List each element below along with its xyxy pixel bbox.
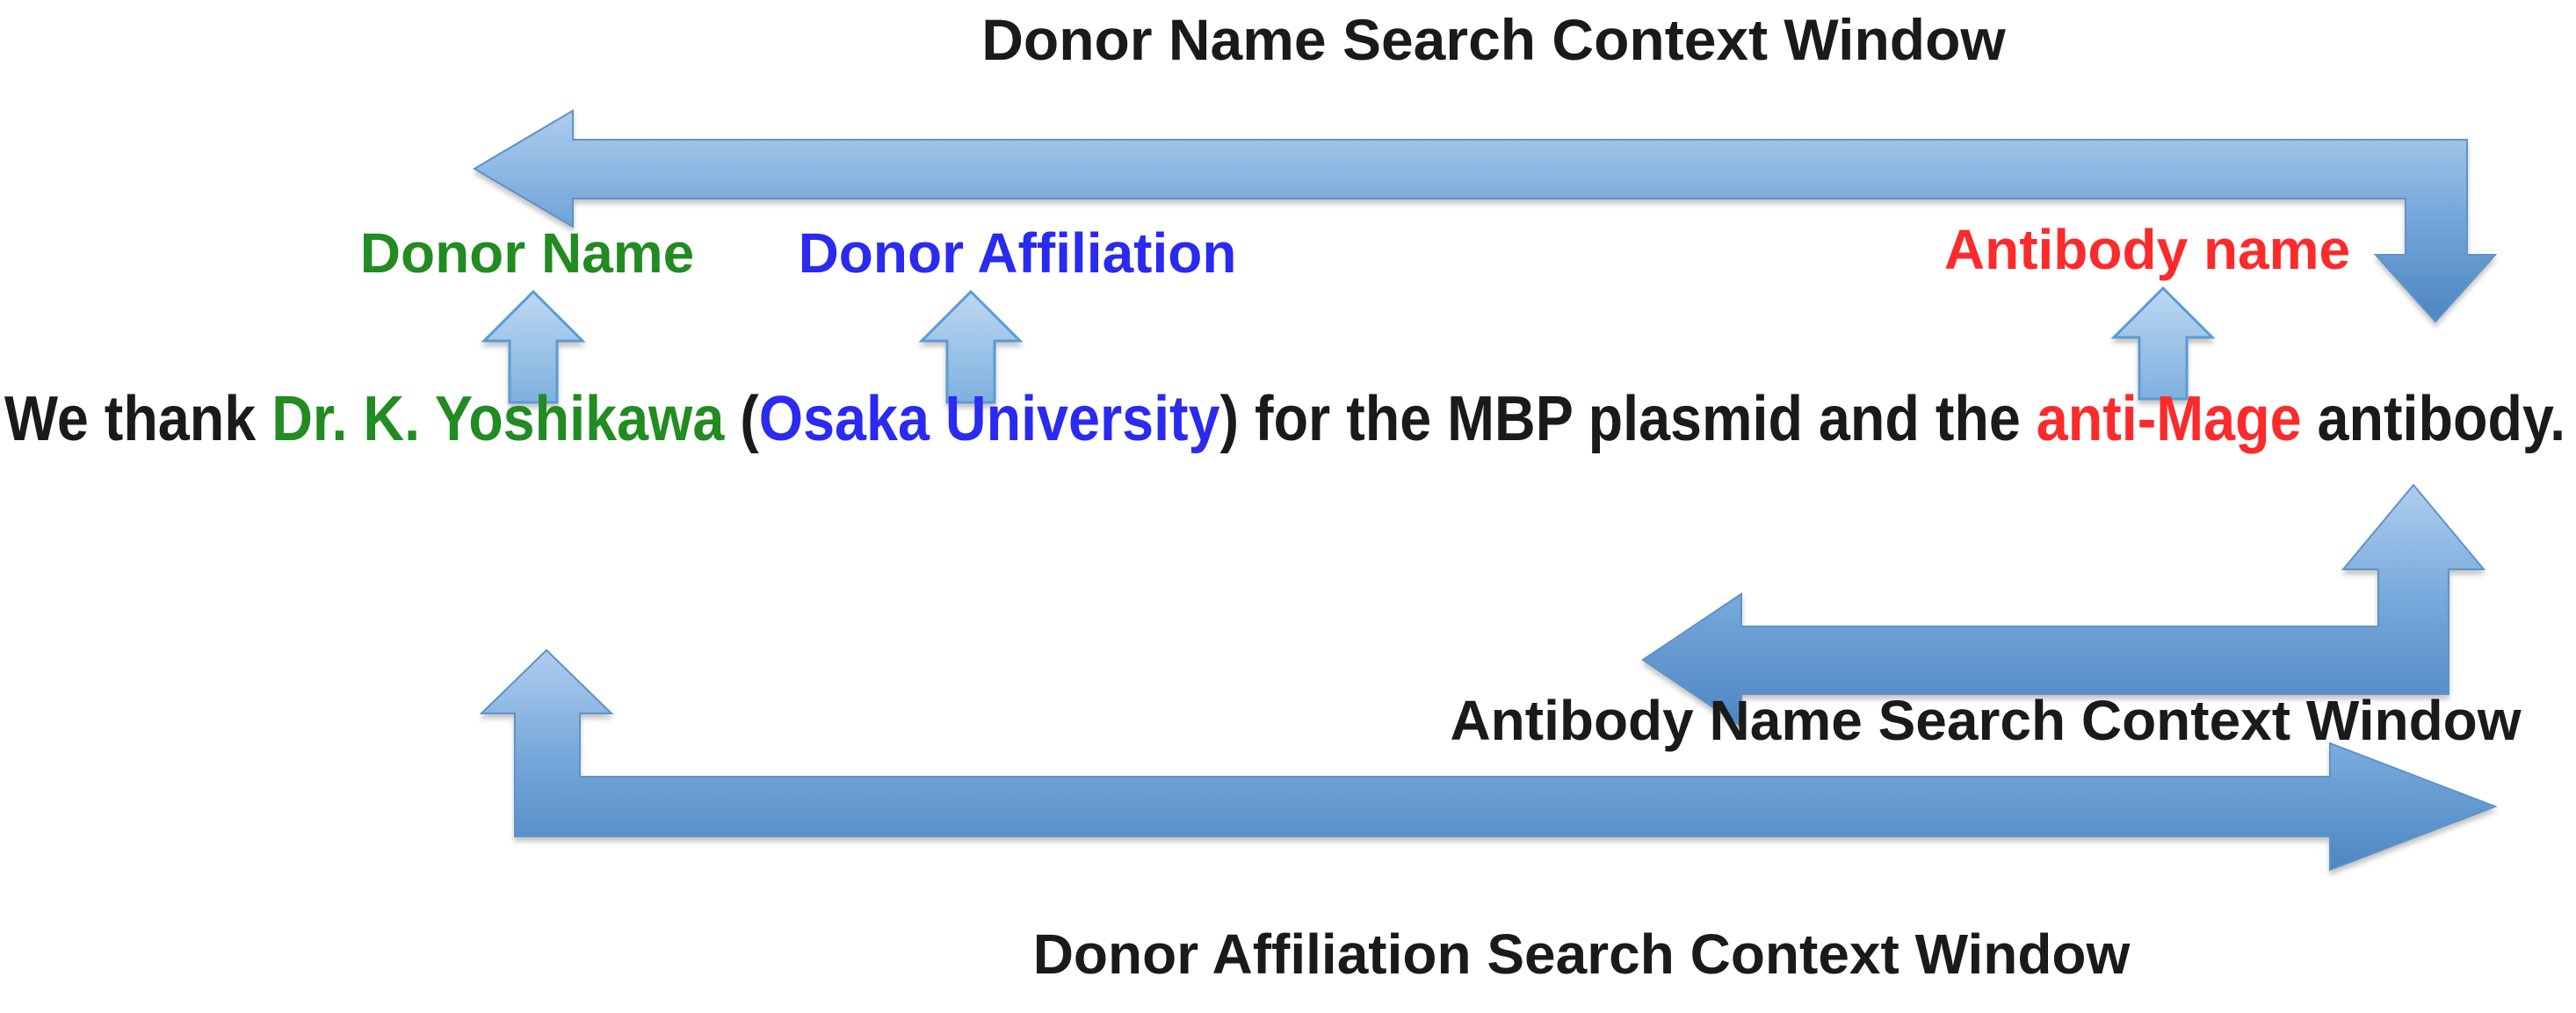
sentence-segment: Osaka University: [758, 384, 1220, 454]
donor-affiliation-window-title: Donor Affiliation Search Context Window: [1032, 923, 2131, 986]
donor-name-window-title: Donor Name Search Context Window: [981, 7, 2006, 72]
donor-affiliation-pointer-arrow: [918, 289, 1024, 404]
sentence-segment: We thank: [4, 384, 272, 454]
example-sentence: We thank Dr. K. Yoshikawa (Osaka Univers…: [4, 383, 2565, 456]
sentence-segment: anti-Mage: [2036, 384, 2302, 454]
sentence-segment: antibody.: [2301, 384, 2566, 454]
donor-affiliation-window-arrow: [479, 648, 2498, 872]
donor-name-label: Donor Name: [359, 221, 695, 285]
sentence-segment: Dr. K. Yoshikawa: [271, 384, 725, 454]
donor-name-pointer-arrow: [481, 289, 586, 404]
sentence-segment: (: [724, 384, 759, 454]
donor-affiliation-label: Donor Affiliation: [798, 221, 1237, 285]
donor-name-window-arrow: [473, 109, 2498, 323]
antibody-name-label: Antibody name: [1943, 218, 2351, 281]
sentence-segment: ) for the MBP plasmid and the: [1219, 384, 2037, 454]
antibody-name-pointer-arrow: [2110, 286, 2216, 401]
antibody-name-window-title: Antibody Name Search Context Window: [1450, 689, 2522, 752]
antibody-name-window-arrow: [1641, 483, 2486, 728]
